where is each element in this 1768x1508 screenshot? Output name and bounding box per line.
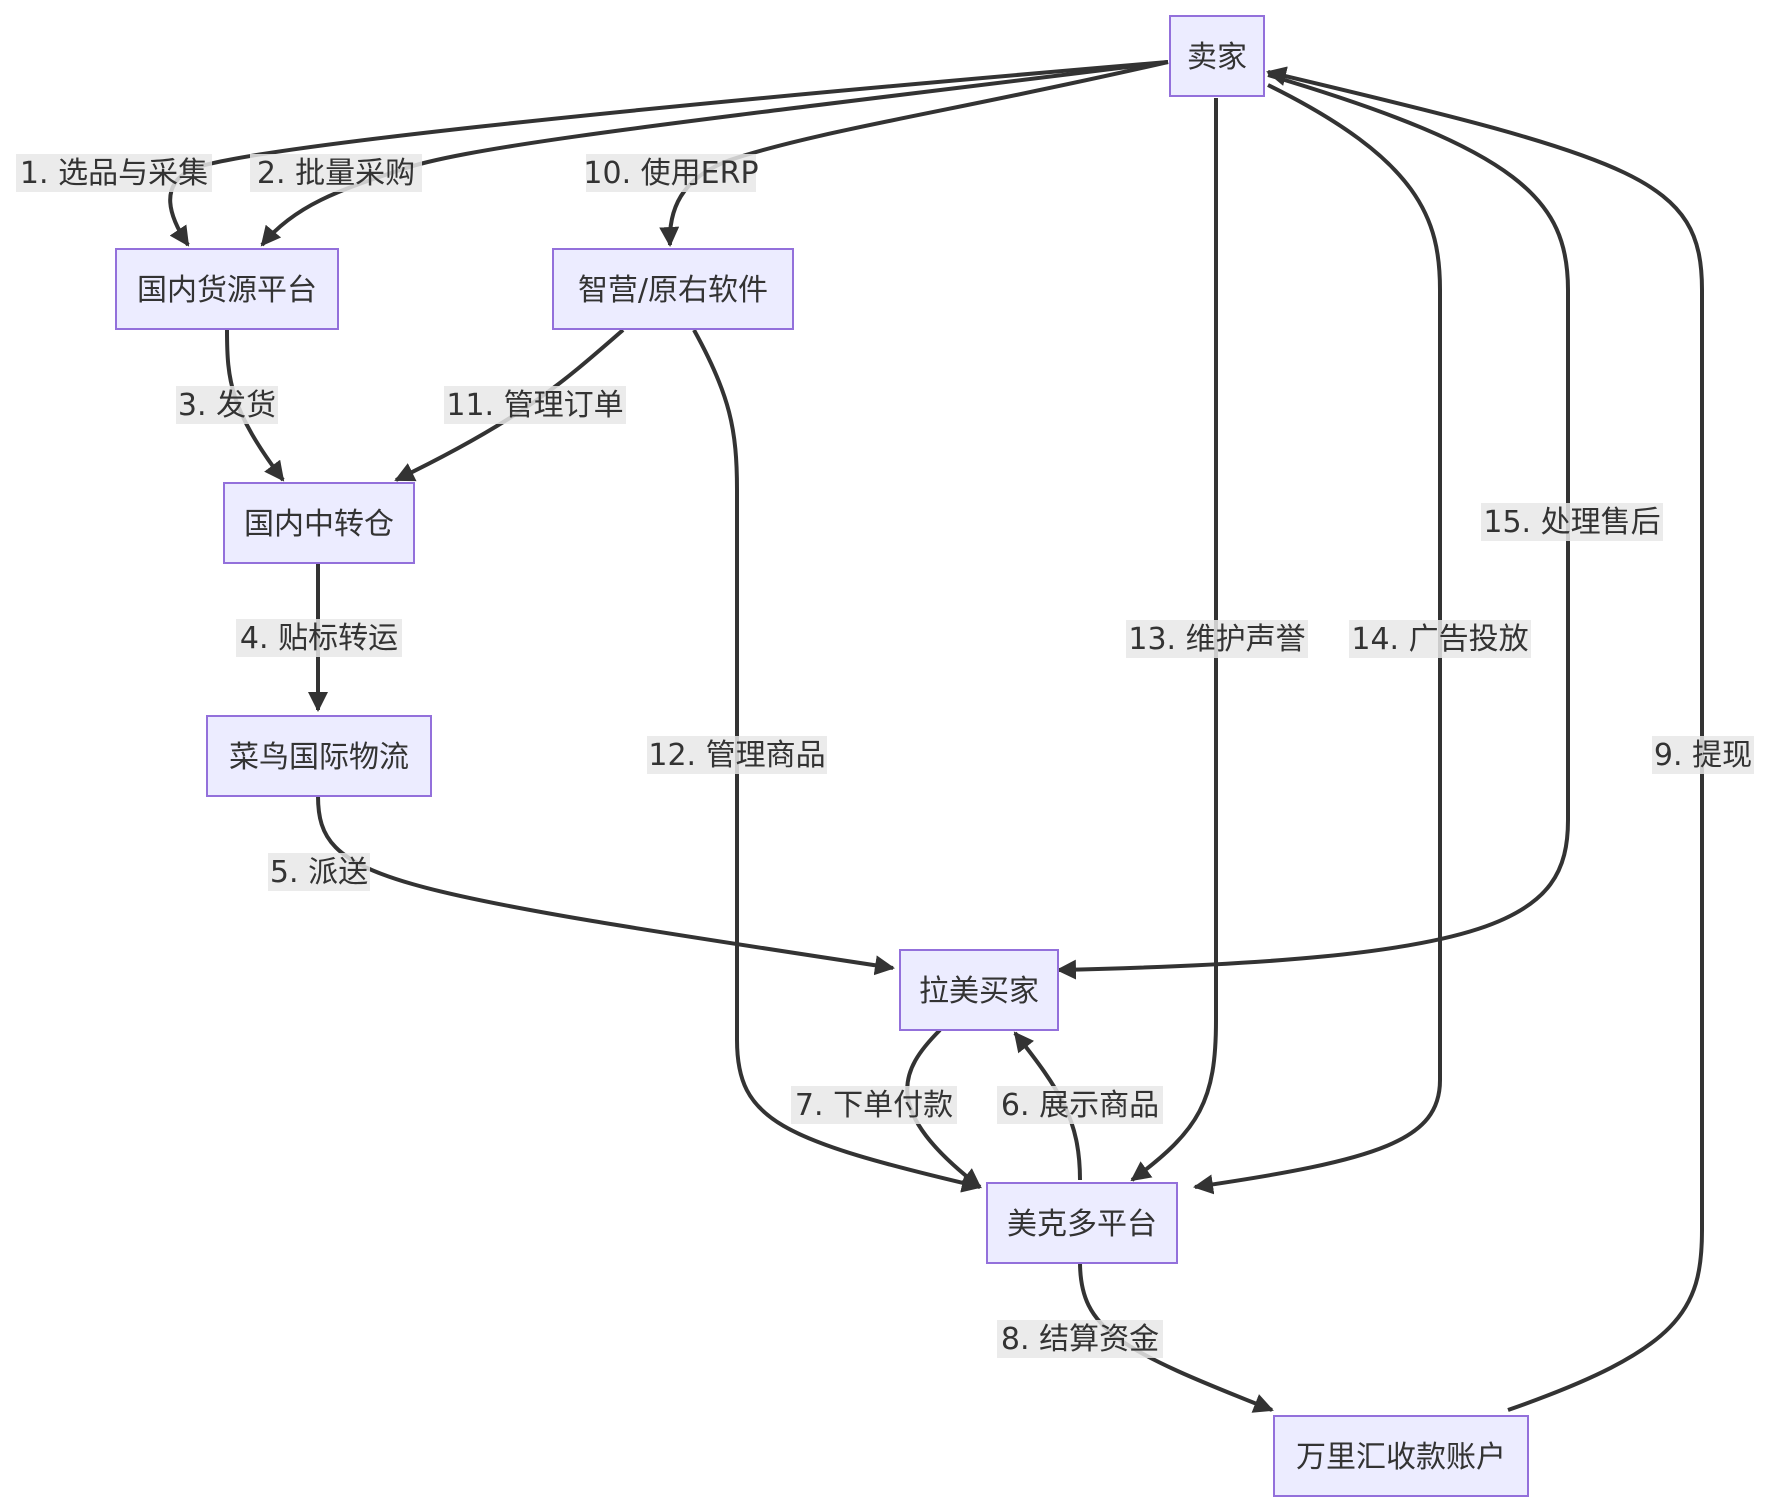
node-seller: 卖家 (1169, 15, 1265, 97)
edge-text-maintain-reputation: 13. 维护声誉 (1128, 622, 1305, 657)
node-latam-buyer: 拉美买家 (899, 949, 1059, 1031)
edge-label-maintain-reputation: 13. 维护声誉 (1126, 620, 1308, 658)
edge-text-advertising: 14. 广告投放 (1351, 622, 1528, 657)
edge-text-show-products: 6. 展示商品 (1001, 1088, 1159, 1123)
edge-label-order-pay: 7. 下单付款 (791, 1086, 957, 1124)
edge-text-withdraw: 9. 提现 (1654, 738, 1752, 773)
edge-label-manage-products: 12. 管理商品 (647, 736, 827, 774)
node-mercado-platform-label: 美克多平台 (1007, 1207, 1157, 1242)
edge-label-after-sales: 15. 处理售后 (1481, 503, 1663, 541)
node-cainiao-logistics-label: 菜鸟国际物流 (229, 740, 409, 775)
edge-text-transship: 4. 贴标转运 (240, 621, 398, 656)
edge-advertising (1193, 83, 1442, 1195)
edge-label-use-erp: 10. 使用ERP (583, 154, 759, 192)
edge-text-manage-orders: 11. 管理订单 (446, 388, 623, 423)
edge-deliver (316, 795, 895, 976)
node-erp-software-label: 智营/原右软件 (578, 273, 768, 308)
node-transit-warehouse: 国内中转仓 (223, 482, 415, 564)
edge-bulk-purchase (260, 60, 1169, 247)
edge-label-transship: 4. 贴标转运 (236, 619, 402, 657)
edge-label-ship: 3. 发货 (176, 386, 278, 424)
edge-text-use-erp: 10. 使用ERP (583, 156, 758, 191)
edge-text-ship: 3. 发货 (178, 388, 276, 423)
node-wanlihui-account: 万里汇收款账户 (1273, 1415, 1529, 1497)
edge-withdraw (1266, 66, 1704, 1412)
edge-label-settle-funds: 8. 结算资金 (997, 1320, 1163, 1358)
edge-label-withdraw: 9. 提现 (1652, 736, 1754, 774)
node-erp-software: 智营/原右软件 (552, 248, 794, 330)
edge-text-bulk-purchase: 2. 批量采购 (257, 156, 415, 191)
node-sourcing-platform: 国内货源平台 (115, 248, 339, 330)
edge-text-manage-products: 12. 管理商品 (648, 738, 825, 773)
edge-text-select-collect: 1. 选品与采集 (20, 156, 208, 191)
edge-label-advertising: 14. 广告投放 (1349, 620, 1531, 658)
edge-text-after-sales: 15. 处理售后 (1483, 505, 1660, 540)
edge-use-erp (659, 60, 1169, 247)
edge-label-bulk-purchase: 2. 批量采购 (250, 154, 422, 192)
edge-label-deliver: 5. 派送 (268, 853, 370, 891)
node-cainiao-logistics: 菜鸟国际物流 (206, 715, 432, 797)
node-mercado-platform: 美克多平台 (986, 1182, 1178, 1264)
node-sourcing-platform-label: 国内货源平台 (137, 273, 317, 308)
edge-label-select-collect: 1. 选品与采集 (16, 154, 212, 192)
edge-after-sales (1056, 73, 1570, 980)
edge-text-settle-funds: 8. 结算资金 (1001, 1322, 1159, 1357)
edge-label-show-products: 6. 展示商品 (997, 1086, 1163, 1124)
edge-text-deliver: 5. 派送 (270, 855, 368, 890)
edge-text-order-pay: 7. 下单付款 (795, 1088, 953, 1123)
edge-select-collect (168, 60, 1169, 247)
node-transit-warehouse-label: 国内中转仓 (244, 507, 394, 542)
node-wanlihui-account-label: 万里汇收款账户 (1296, 1440, 1506, 1475)
edge-maintain-reputation (1130, 98, 1218, 1182)
node-latam-buyer-label: 拉美买家 (919, 974, 1039, 1009)
edge-manage-products (692, 329, 982, 1193)
edge-label-manage-orders: 11. 管理订单 (444, 386, 626, 424)
node-seller-label: 卖家 (1187, 40, 1247, 75)
